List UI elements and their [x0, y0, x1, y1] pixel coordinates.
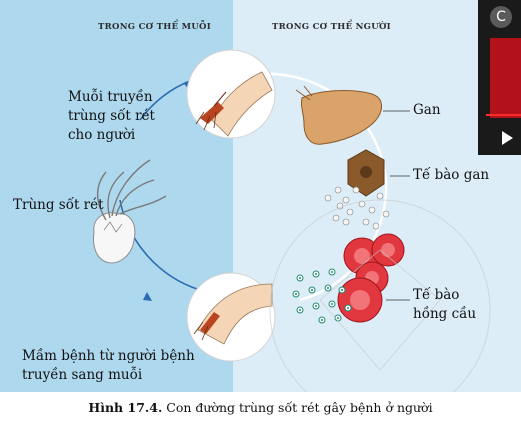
liver-cell-shape	[347, 149, 385, 197]
figure-caption-text: Con đường trùng sốt rét gây bệnh ở người	[162, 400, 433, 415]
bottom-bite-circle	[186, 272, 276, 362]
video-thumbnail-frame	[490, 38, 521, 118]
play-icon[interactable]	[502, 131, 513, 145]
top-bite-circle	[186, 49, 276, 139]
figure-caption: Hình 17.4. Con đường trùng sốt rét gây b…	[0, 400, 521, 415]
gametocyte-dots	[295, 271, 349, 321]
label-human-to-mosquito: Mầm bệnh từ người bệnh truyền sang muỗi	[22, 348, 195, 383]
watermark-kite	[269, 199, 491, 392]
video-progress-line	[486, 114, 521, 116]
arrow-head-bottom	[143, 292, 152, 301]
liver-organ	[295, 85, 382, 145]
label-mosquito-to-human: Muỗi truyền trùng sốt rét cho người	[68, 89, 155, 143]
label-parasite: Trùng sốt rét	[13, 197, 104, 213]
channel-avatar[interactable]: C	[490, 6, 512, 28]
figure-number: Hình 17.4.	[88, 400, 163, 415]
label-liver: Gan	[413, 102, 441, 118]
diagram-graphics	[93, 49, 491, 392]
merozoites	[324, 186, 390, 230]
label-red-blood-cell: Tế bào hồng cầu	[413, 287, 477, 322]
parasite-cyst	[93, 159, 167, 264]
header-human: TRONG CƠ THỂ NGƯỜI	[272, 22, 391, 32]
label-liver-cell: Tế bào gan	[413, 167, 490, 183]
header-mosquito: TRONG CƠ THỂ MUỖI	[98, 22, 212, 32]
